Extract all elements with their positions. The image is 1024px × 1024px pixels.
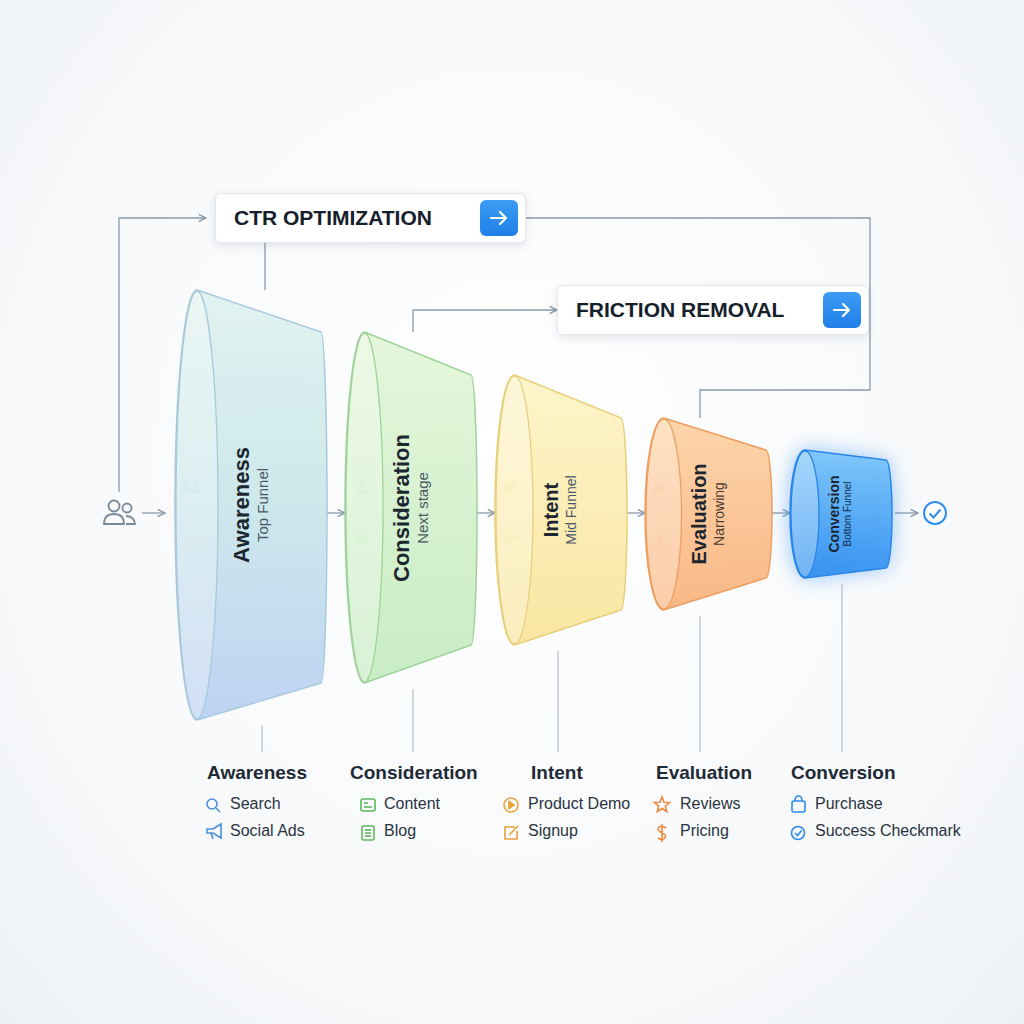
column-item: Success Checkmark — [815, 822, 961, 840]
callout-title: CTR OPTIMIZATION — [234, 206, 480, 230]
segment-body — [175, 290, 327, 720]
column-item: Content — [384, 795, 440, 813]
arrow-button — [823, 292, 861, 328]
success-check-icon — [924, 502, 946, 524]
segment-rim — [646, 419, 682, 609]
column-heading: Conversion — [791, 762, 896, 784]
funnel-segment-shape — [345, 332, 483, 683]
connector — [325, 512, 345, 513]
users-icon — [104, 501, 135, 525]
stage-text: EvaluationNarrowing — [688, 463, 727, 564]
funnel-segment-shape — [175, 290, 333, 720]
segment-rim — [791, 451, 819, 577]
column-item: Reviews — [680, 795, 740, 813]
column-heading: Consideration — [350, 762, 478, 784]
funnel-stage: ConversionBottom Funnel — [790, 450, 890, 578]
entry-arrow — [142, 512, 165, 513]
callout-box: FRICTION REMOVAL — [557, 285, 869, 335]
segment-body — [495, 375, 627, 645]
funnel-stage: AwarenessTop Funnel — [175, 290, 325, 720]
segment-body — [345, 332, 477, 683]
stage-text: AwarenessTop Funnel — [229, 447, 272, 563]
stage-subtitle: Top Funnel — [254, 447, 271, 563]
connector — [526, 218, 870, 418]
arrow-glyph — [823, 292, 861, 328]
connector — [264, 243, 265, 290]
column-item: Blog — [384, 822, 416, 840]
stage-name: Awareness — [229, 447, 254, 563]
arrow-glyph — [480, 200, 518, 236]
segment-rim — [496, 376, 533, 644]
connector — [625, 512, 645, 513]
column-item: Product Demo — [528, 795, 630, 813]
column-heading: Awareness — [207, 762, 307, 784]
stage-name: Consideration — [389, 434, 414, 582]
item-icons — [207, 796, 805, 842]
callout-box: CTR OPTIMIZATION — [215, 193, 526, 243]
stage-subtitle: Bottom Funnel — [842, 475, 854, 552]
column-heading: Evaluation — [656, 762, 752, 784]
stage-text: ConversionBottom Funnel — [826, 475, 854, 552]
segment-body — [645, 418, 772, 610]
funnel-stage: IntentMid Funnel — [495, 375, 625, 645]
stage-name: Evaluation — [688, 463, 711, 564]
stage-subtitle: Narrowing — [711, 463, 727, 564]
stage-text: IntentMid Funnel — [540, 475, 579, 544]
column-item: Pricing — [680, 822, 729, 840]
column-item: Social Ads — [230, 822, 305, 840]
column-item: Signup — [528, 822, 578, 840]
connector — [770, 512, 790, 513]
connector — [413, 310, 557, 332]
segment-body — [790, 450, 892, 578]
stage-text: ConsiderationNext stage — [389, 434, 432, 582]
stage-subtitle: Next stage — [414, 434, 431, 582]
arrow-button — [480, 200, 518, 236]
segment-rim — [176, 291, 218, 719]
callout-title: FRICTION REMOVAL — [576, 298, 823, 322]
column-item: Purchase — [815, 795, 883, 813]
segment-rim — [346, 333, 383, 682]
funnel-stage: EvaluationNarrowing — [645, 418, 770, 610]
funnel-stage: ConsiderationNext stage — [345, 332, 475, 683]
stage-subtitle: Mid Funnel — [563, 475, 579, 544]
column-item: Search — [230, 795, 281, 813]
connector — [475, 512, 495, 513]
stage-name: Conversion — [826, 475, 842, 552]
exit-arrow — [895, 512, 918, 513]
column-heading: Intent — [531, 762, 583, 784]
stage-name: Intent — [540, 475, 563, 544]
